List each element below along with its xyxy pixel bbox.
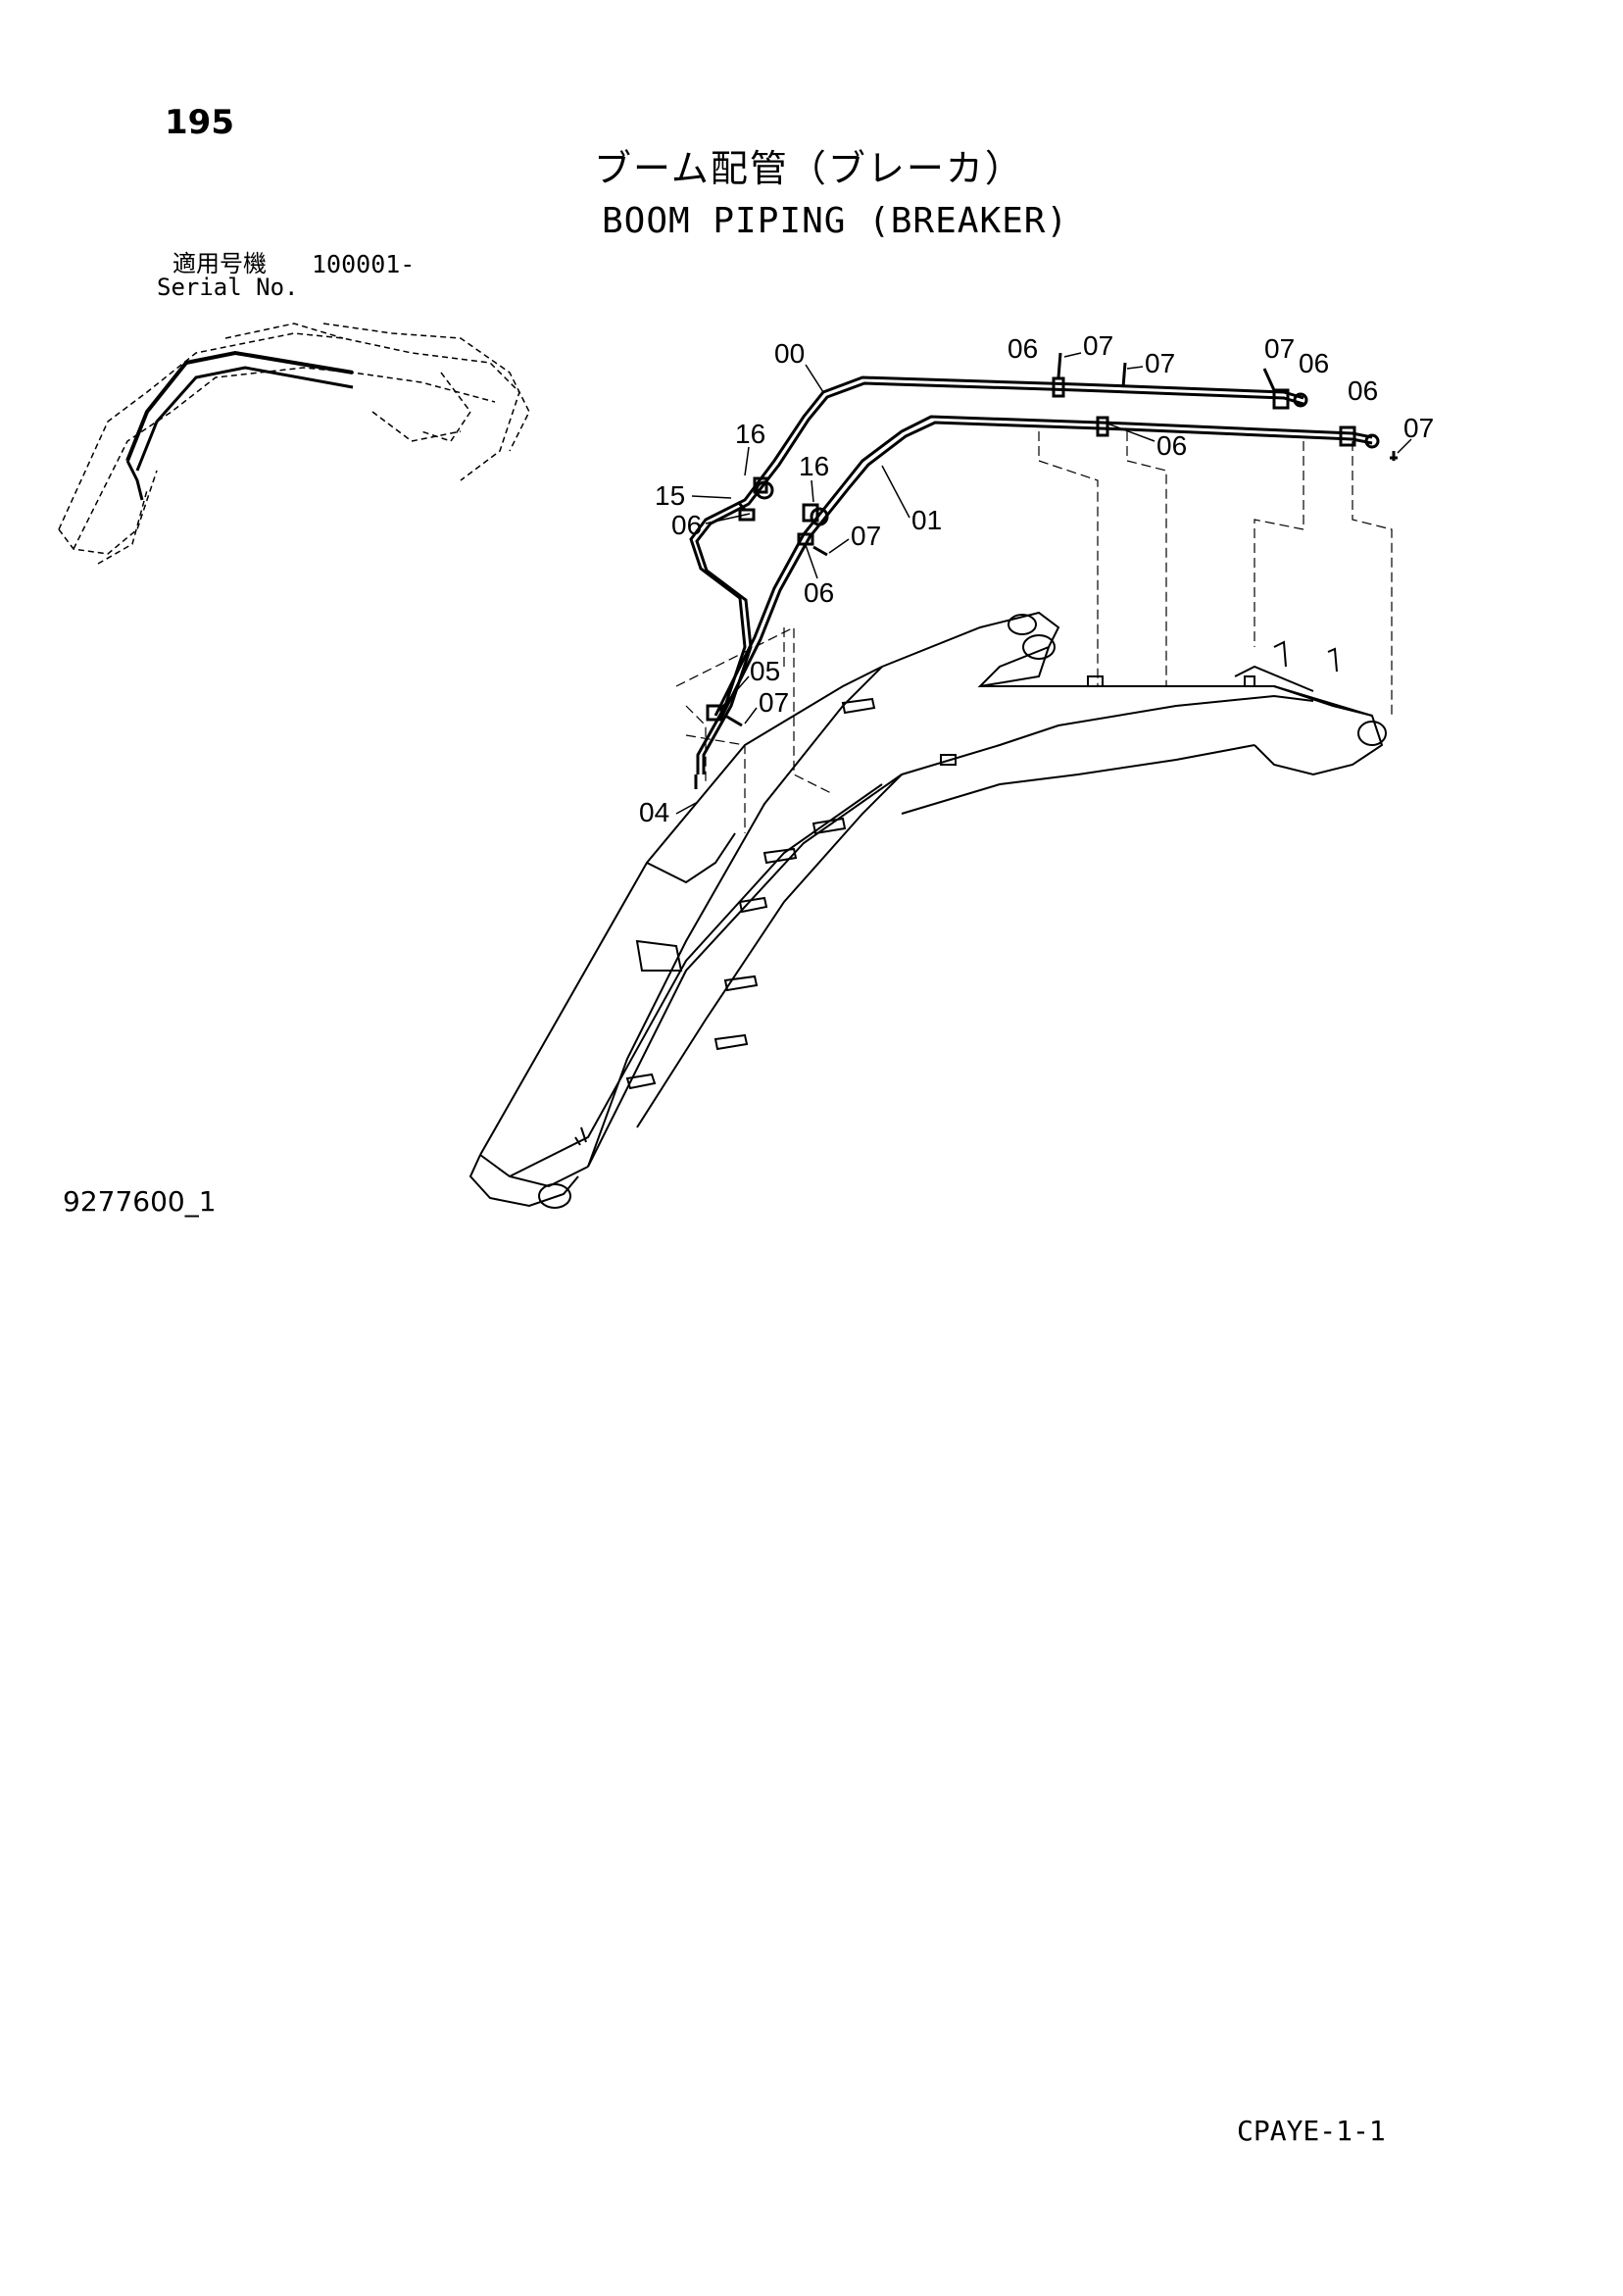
- callout-16-b: 16: [799, 451, 829, 481]
- leader-15: [691, 495, 732, 499]
- drawing-number: 9277600_1: [63, 1185, 217, 1218]
- leader-07-b: [1126, 366, 1144, 370]
- page-title-japanese: ブーム配管（ブレーカ）: [594, 147, 1024, 190]
- leader-06-e: [705, 513, 751, 524]
- serial-range: 100001-: [312, 250, 416, 278]
- boom-structure: [468, 611, 1387, 1209]
- callout-07-a: 07: [1083, 330, 1113, 361]
- callout-04: 04: [639, 797, 669, 827]
- leader-06-f: [805, 544, 818, 579]
- leader-05: [720, 675, 750, 709]
- callout-01: 01: [911, 505, 942, 535]
- callout-07-b: 07: [1145, 348, 1175, 378]
- leader-06-b: [1107, 423, 1156, 442]
- leader-16-b: [811, 479, 814, 503]
- callout-05: 05: [750, 656, 780, 686]
- page-title-english: BOOM PIPING (BREAKER): [602, 201, 1069, 241]
- callout-06-b: 06: [1156, 430, 1187, 461]
- serial-label-english: Serial No.: [157, 274, 299, 301]
- serial-label-japanese: 適用号機: [172, 250, 267, 277]
- leader-07-a: [1063, 352, 1082, 358]
- leader-lines: [675, 431, 1393, 833]
- leader-07-e: [828, 538, 850, 554]
- callout-06-e: 06: [671, 510, 702, 540]
- callout-07-e: 07: [851, 521, 881, 551]
- boom-pipes: [689, 352, 1398, 789]
- page-code: CPAYE-1-1: [1237, 2115, 1386, 2147]
- callout-00: 00: [774, 338, 805, 369]
- leader-04: [675, 801, 699, 815]
- callout-labels: 00 01 04 05 06 06 06 06 06 06 07 07 07 0…: [639, 330, 1434, 827]
- callout-16-a: 16: [735, 419, 765, 449]
- callout-07-c: 07: [1264, 333, 1295, 364]
- callout-06-f: 06: [804, 577, 834, 608]
- callout-06-c: 06: [1299, 348, 1329, 378]
- callout-06-a: 06: [1008, 333, 1038, 364]
- overview-thumbnail: [58, 323, 530, 565]
- leader-01: [881, 465, 910, 519]
- callout-07-d: 07: [1403, 413, 1434, 443]
- leader-07-d: [1397, 438, 1412, 454]
- leader-07-f: [744, 707, 758, 724]
- callout-06-d: 06: [1348, 375, 1378, 406]
- callout-15: 15: [655, 480, 685, 511]
- leader-16-a: [744, 446, 750, 476]
- leader-00: [805, 364, 824, 393]
- callout-07-f: 07: [759, 687, 789, 718]
- page-number: 195: [165, 103, 234, 142]
